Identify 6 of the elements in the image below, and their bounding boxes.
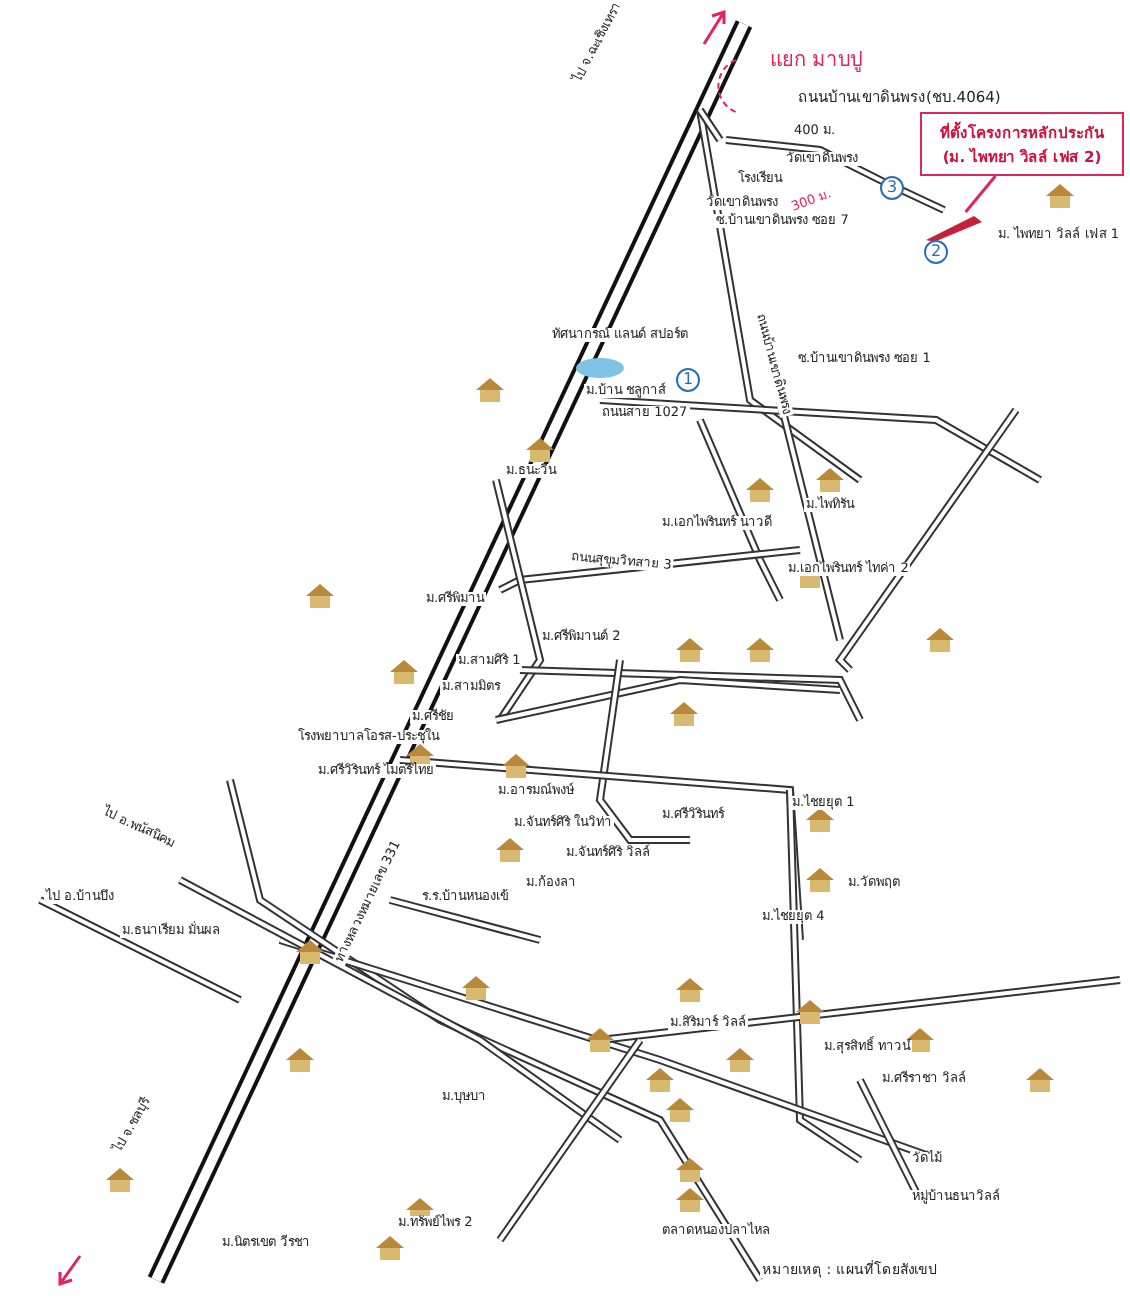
leader-line <box>964 175 997 213</box>
project-site-bar <box>924 212 984 240</box>
map-label: แยก มาบปู <box>768 52 865 72</box>
number-circle: 3 <box>880 176 904 200</box>
number-circle: 1 <box>676 368 700 392</box>
number-circle: 2 <box>924 240 948 264</box>
